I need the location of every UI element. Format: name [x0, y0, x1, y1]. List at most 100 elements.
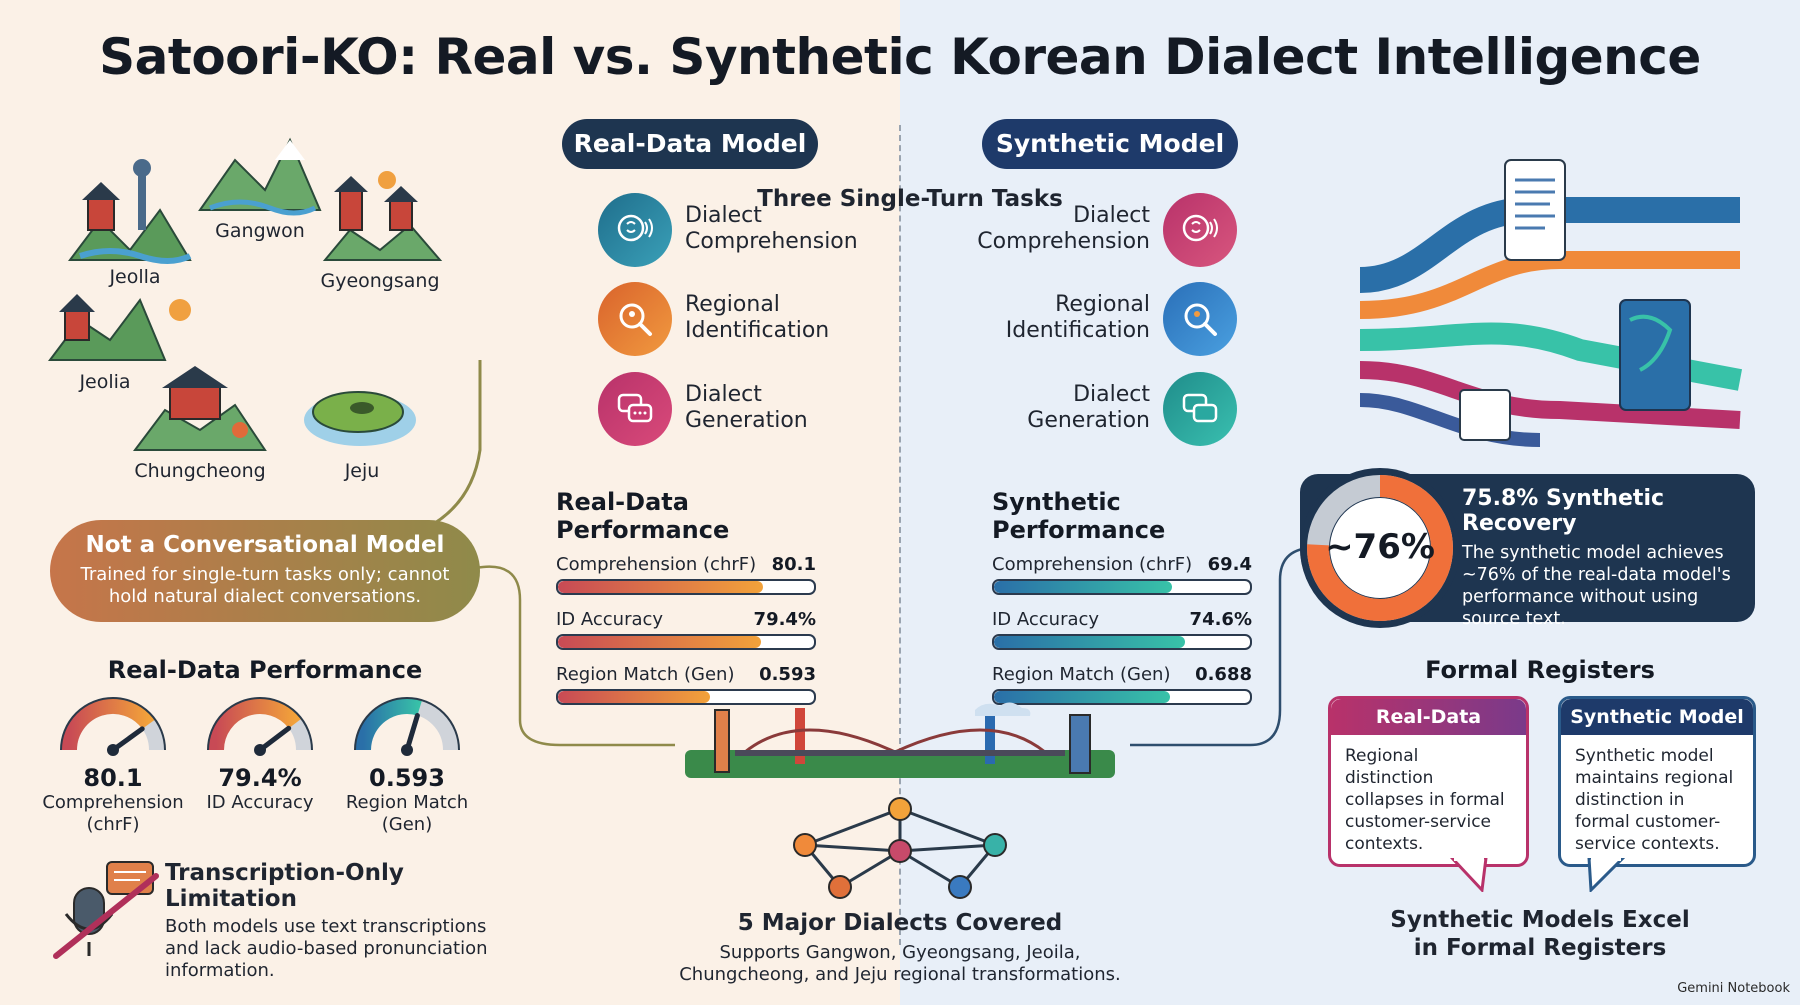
- synth-metric-value: 69.4: [1207, 554, 1252, 575]
- synthetic-performance-title: Synthetic Performance: [992, 488, 1166, 544]
- synth-metric-label: Comprehension (chrF): [992, 554, 1193, 575]
- gauge-label: Comprehension (chrF): [42, 792, 184, 835]
- synth-bar-track: [992, 579, 1252, 595]
- dialects-title: 5 Major Dialects Covered: [737, 910, 1063, 936]
- real-bar-track: [556, 579, 816, 595]
- chungcheong-landmark-icon: [133, 366, 267, 451]
- synth-bar-track: [992, 634, 1252, 650]
- recovery-title: 75.8% Synthetic Recovery: [1462, 486, 1665, 536]
- real-data-card-tail: [1450, 858, 1488, 892]
- region-label-gyeongsang: Gyeongsang: [320, 270, 440, 292]
- head-sound-icon: [1163, 193, 1237, 267]
- synthetic-model-card-text: Synthetic model maintains regional disti…: [1575, 746, 1734, 854]
- gauge-value: 79.4%: [218, 764, 302, 792]
- real-data-model-pill: Real-Data Model: [562, 119, 818, 169]
- real-metric-label: ID Accuracy: [556, 609, 664, 630]
- recovery-donut: [1300, 468, 1460, 628]
- synthetic-model-card-head: Synthetic Model: [1561, 699, 1753, 735]
- synthetic-model-card: Synthetic Model Synthetic model maintain…: [1558, 696, 1756, 867]
- synth-metric-row: ID Accuracy 74.6%: [992, 609, 1252, 650]
- not-conversational-badge: Not a Conversational Model Trained for s…: [50, 520, 480, 622]
- recovery-text-block: 75.8% Synthetic Recovery The synthetic m…: [1462, 486, 1747, 630]
- speech-bubbles-icon: [1163, 372, 1237, 446]
- dialects-text: Supports Gangwon, Gyeongsang, Jeoila, Ch…: [679, 942, 1121, 985]
- synth-metric-label: ID Accuracy: [992, 609, 1100, 630]
- transcription-panel: Transcription-Only Limitation Both model…: [165, 860, 495, 982]
- watermark: Gemini Notebook: [1677, 981, 1790, 996]
- dialect-region-map: [48, 137, 443, 451]
- recovery-donut-value: ~76%: [1325, 527, 1435, 567]
- transcription-title: Transcription-Only Limitation: [165, 860, 404, 912]
- magnifier-pin-icon: [598, 282, 672, 356]
- region-label-gangwon: Gangwon: [215, 220, 305, 242]
- real-bar-fill: [558, 581, 764, 593]
- jeju-island-icon: [304, 391, 416, 446]
- not-conversational-title: Not a Conversational Model: [85, 532, 445, 558]
- not-conversational-text: Trained for single-turn tasks only; cann…: [80, 564, 450, 607]
- real-data-card-text: Regional distinction collapses in formal…: [1345, 746, 1505, 854]
- formal-registers-footer: Synthetic Models Excel in Formal Registe…: [1390, 907, 1690, 961]
- real-metric-value: 79.4%: [753, 609, 816, 630]
- tasks-heading: Three Single-Turn Tasks: [757, 186, 1063, 212]
- gyeongsang-landmark-icon: [322, 171, 443, 261]
- magnifier-pin-icon: [1163, 282, 1237, 356]
- gauges-title: Real-Data Performance: [107, 656, 423, 684]
- synth-metric-value: 0.688: [1195, 664, 1252, 685]
- speech-bubbles-icon: [598, 372, 672, 446]
- region-label-jeolia: Jeolia: [79, 371, 131, 393]
- synthetic-model-pill: Synthetic Model: [982, 119, 1238, 169]
- region-label-chungcheong: Chungcheong: [134, 460, 266, 482]
- real-performance-title: Real-Data Performance: [556, 488, 730, 544]
- synth-bar-fill: [994, 636, 1185, 648]
- real-metric-label: Region Match (Gen): [556, 664, 735, 685]
- real-metric-row: ID Accuracy 79.4%: [556, 609, 816, 650]
- dialect-network-icon: [793, 797, 1007, 899]
- real-metric-value: 0.593: [759, 664, 816, 685]
- real-metric-label: Comprehension (chrF): [556, 554, 757, 575]
- center-divider: [899, 125, 901, 945]
- synth-metric-label: Region Match (Gen): [992, 664, 1171, 685]
- synth-bar-fill: [994, 691, 1171, 703]
- gauge: 79.4%ID Accuracy: [187, 690, 333, 814]
- region-label-jeju: Jeju: [344, 460, 380, 482]
- real-bar-track: [556, 634, 816, 650]
- real-performance-panel: Real-Data Performance Comprehension (chr…: [556, 488, 816, 705]
- jeolia-landmark-icon: [48, 294, 191, 361]
- real-metric-row: Comprehension (chrF)80.1: [556, 554, 816, 595]
- real-data-card-head: Real-Data: [1331, 699, 1526, 735]
- head-sound-icon: [598, 193, 672, 267]
- bridge-illustration: [685, 702, 1115, 778]
- real-bar-fill: [558, 636, 762, 648]
- gauge-label: ID Accuracy: [206, 792, 314, 813]
- gauge-dial: [207, 697, 313, 756]
- recovery-text: The synthetic model achieves ~76% of the…: [1462, 543, 1731, 629]
- gauge-value: 0.593: [369, 764, 445, 792]
- gauge-dial: [60, 697, 166, 756]
- muted-microphone-icon: [53, 861, 159, 959]
- dialects-panel: 5 Major Dialects Covered Supports Gangwo…: [600, 910, 1200, 986]
- synth-metric-row: Comprehension (chrF) 69.4: [992, 554, 1252, 595]
- gauge-dial: [354, 697, 460, 756]
- jeolla-landmark-icon: [68, 159, 192, 264]
- synth-metric-value: 74.6%: [1189, 609, 1252, 630]
- real-data-card: Real-Data Regional distinction collapses…: [1328, 696, 1529, 867]
- synth-bar-fill: [994, 581, 1172, 593]
- page-title: Satoori-KO: Real vs. Synthetic Korean Di…: [99, 28, 1701, 86]
- synthetic-performance-panel: Synthetic Performance Comprehension (chr…: [992, 488, 1252, 705]
- formal-registers-title: Formal Registers: [1425, 656, 1655, 684]
- transcription-text: Both models use text transcriptions and …: [165, 916, 488, 981]
- gangwon-landmark-icon: [198, 137, 322, 216]
- synthetic-pipeline-illustration: [1359, 159, 1743, 447]
- gauge-value: 80.1: [83, 764, 143, 792]
- synthetic-model-card-tail: [1587, 858, 1625, 892]
- region-label-jeolla: Jeolla: [109, 266, 161, 288]
